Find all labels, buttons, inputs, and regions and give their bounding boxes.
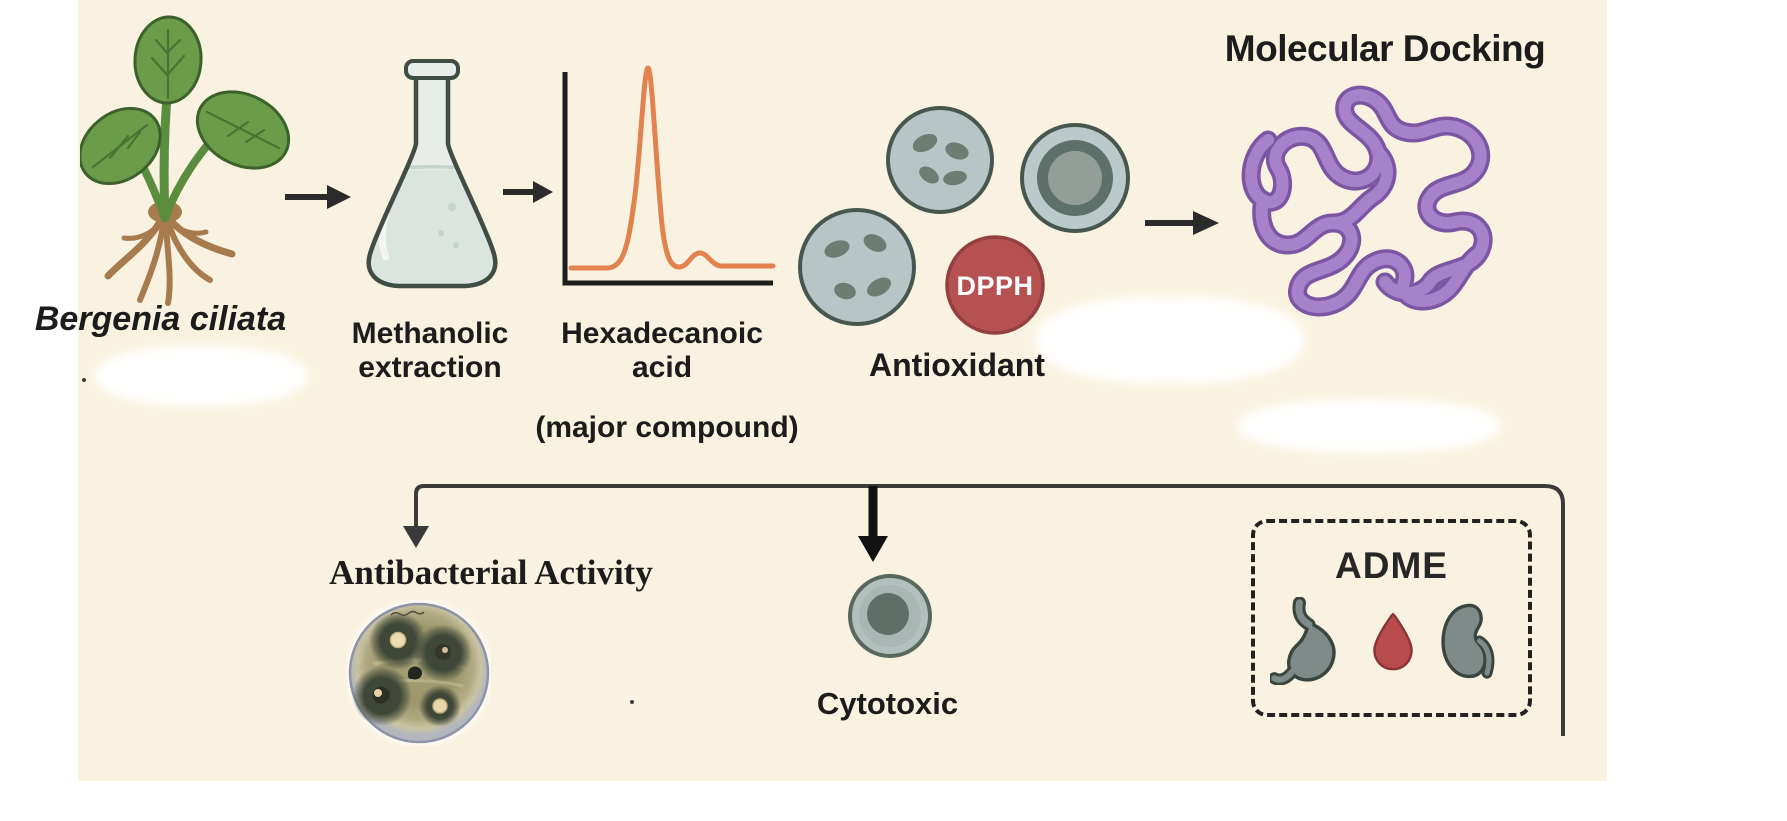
arrow-down-icon — [403, 526, 429, 548]
stomach-icon — [1269, 597, 1336, 685]
chromatogram-trace — [568, 65, 776, 271]
dust-speck — [82, 378, 86, 382]
erlenmeyer-flask-icon — [366, 59, 498, 289]
cell-nucleus — [867, 593, 909, 635]
antioxidant-label: Antioxidant — [869, 347, 1045, 383]
antibiotic-disc — [389, 631, 407, 649]
adme-label: ADME — [1335, 545, 1448, 586]
erased-watermark-patch — [1238, 399, 1500, 453]
molecular-docking-title: Molecular Docking — [1224, 28, 1546, 69]
antibiotic-disc — [432, 698, 448, 714]
handwritten-dish-note — [390, 610, 425, 616]
dpph-radical-badge: DPPH — [945, 235, 1045, 335]
adme-panel: ADME — [1251, 519, 1532, 717]
major-compound-label: (major compound) — [535, 411, 799, 444]
agar-plate-icon — [347, 601, 491, 745]
cell-with-ring — [1020, 123, 1130, 233]
arrow-down-icon — [858, 536, 888, 562]
erased-watermark-patch — [1036, 296, 1304, 384]
arrow-right-icon — [285, 185, 351, 209]
adme-organ-icons — [1269, 597, 1514, 685]
plant-roots — [104, 209, 236, 306]
cytotoxic-label: Cytotoxic — [816, 686, 959, 721]
plant-name-label: Bergenia ciliata — [34, 300, 287, 338]
cell-with-spots — [798, 208, 916, 326]
dpph-label: DPPH — [956, 271, 1033, 301]
dust-speck — [630, 700, 634, 704]
hexadecanoic-acid-label: Hexadecanoic acid — [561, 317, 763, 385]
arrow-right-icon — [1145, 211, 1219, 235]
cell-cluster-icon: DPPH — [798, 106, 1130, 335]
branch-connector — [403, 484, 1565, 736]
cell-with-nucleus-icon — [848, 574, 932, 658]
cell-with-spots — [886, 106, 994, 214]
gc-chromatogram-peak-icon — [562, 65, 776, 286]
blood-drop-icon — [1372, 612, 1413, 671]
antibacterial-activity-label: Antibacterial Activity — [329, 553, 653, 592]
protein-ribbon-icon — [1241, 85, 1493, 317]
chart-axes — [562, 72, 773, 286]
erased-watermark-patch — [95, 346, 307, 406]
plant-with-roots-icon — [80, 15, 291, 306]
methanolic-extraction-label: Methanolic extraction — [351, 317, 509, 385]
kidney-icon — [1440, 603, 1494, 679]
arrow-right-icon — [503, 181, 553, 203]
